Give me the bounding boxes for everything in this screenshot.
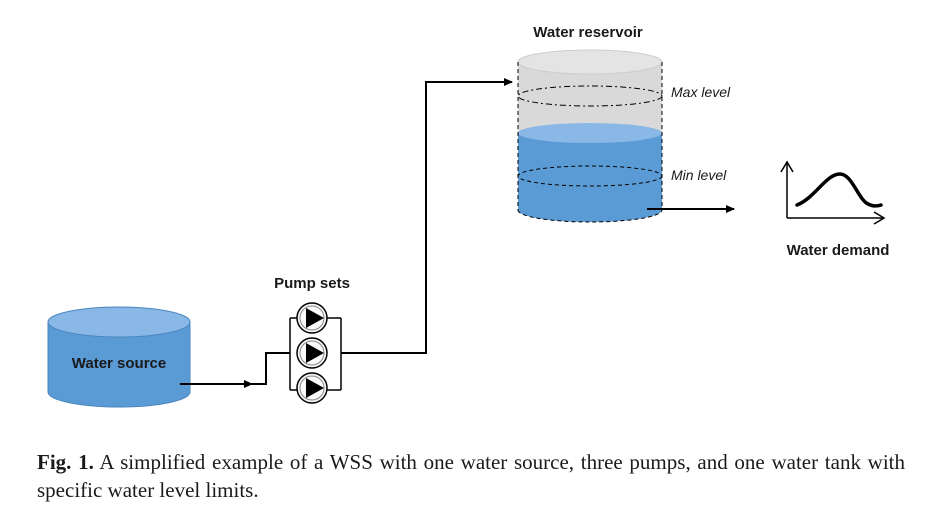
min-level-label: Min level <box>671 167 727 183</box>
pump-icon <box>296 302 328 334</box>
min-level-line <box>517 165 663 187</box>
pump-sets-label: Pump sets <box>274 275 350 292</box>
figure-label: Fig. 1. <box>37 450 94 474</box>
source-pipe-riser <box>252 352 290 385</box>
caption-text: A simplified example of a WSS with one w… <box>37 450 905 502</box>
water-reservoir-label: Water reservoir <box>533 24 643 41</box>
water-demand-curve-icon <box>780 160 886 225</box>
water-reservoir-tank <box>517 49 663 223</box>
max-level-line <box>517 85 663 107</box>
pump-icon <box>296 337 328 369</box>
water-source-label: Water source <box>72 355 166 372</box>
figure-caption: Fig. 1. A simplified example of a WSS wi… <box>37 448 905 504</box>
water-demand-label: Water demand <box>787 242 890 259</box>
wss-diagram: Water source Pump sets Water reserv <box>47 24 890 408</box>
delivery-pipe <box>341 78 513 354</box>
max-level-label: Max level <box>671 84 731 100</box>
water-source-tank <box>47 306 191 408</box>
pump-icon <box>296 372 328 404</box>
